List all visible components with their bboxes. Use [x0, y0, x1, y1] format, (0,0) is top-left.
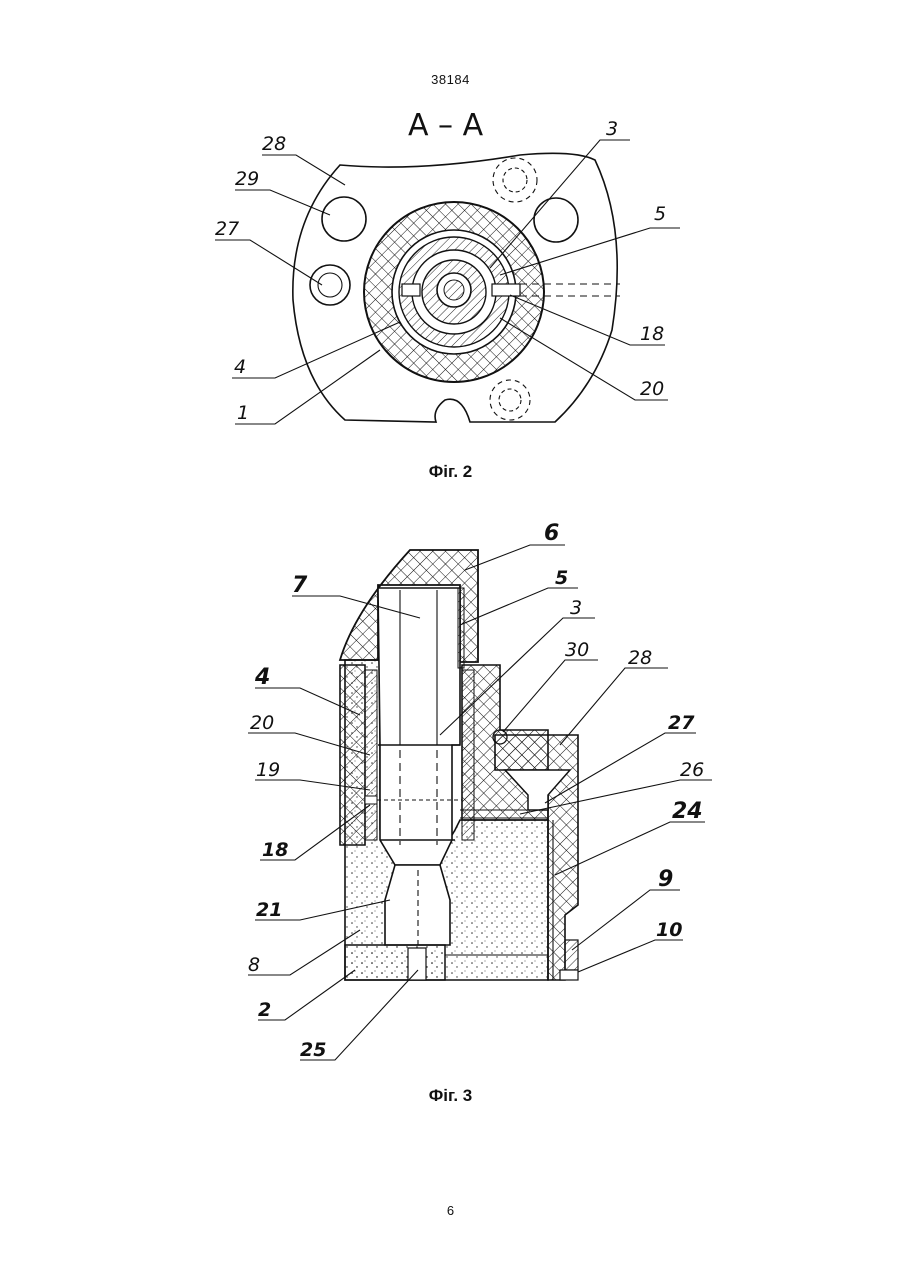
callout-5: 5 [654, 203, 666, 225]
callout-10: 10 [656, 919, 682, 941]
leader-2 [258, 970, 355, 1020]
callout-6: 6 [544, 521, 559, 546]
callout-3: 3 [570, 597, 582, 619]
hidden-hole-top-inner [503, 168, 527, 192]
callout-28: 28 [628, 647, 652, 669]
callout-26: 26 [680, 759, 704, 781]
hole-29 [322, 197, 366, 241]
pin-7 [378, 588, 460, 865]
page-number: 6 [0, 1203, 901, 1218]
figure-3-drawing: 6 7 5 3 30 28 4 20 19 18 27 26 24 21 9 1… [0, 500, 901, 1080]
callout-2: 2 [258, 999, 271, 1021]
hole-25 [408, 948, 426, 980]
callout-20: 20 [250, 712, 274, 734]
callout-1: 1 [237, 402, 249, 424]
callout-24: 24 [672, 799, 703, 824]
sleeve-20 [365, 670, 377, 840]
callout-9: 9 [658, 867, 673, 892]
leader-28 [262, 155, 345, 185]
callout-28: 28 [262, 133, 286, 155]
leader-28 [560, 668, 668, 745]
callout-4: 4 [234, 356, 246, 378]
callout-21: 21 [256, 899, 282, 921]
figure-2-drawing: A – A 28 29 27 4 1 3 5 18 20 [0, 0, 901, 460]
key-left [402, 284, 420, 296]
callout-27: 27 [668, 712, 695, 734]
callout-3: 3 [606, 118, 618, 140]
callout-18: 18 [262, 839, 288, 861]
callout-4: 4 [254, 665, 270, 690]
callout-18: 18 [640, 323, 664, 345]
callout-29: 29 [235, 168, 259, 190]
hidden-hole-top [493, 158, 537, 202]
figure-2-caption: Фіг. 2 [0, 462, 901, 482]
sleeve-20r [462, 670, 474, 840]
leader-8 [248, 930, 360, 975]
leader-10 [578, 940, 683, 972]
hole-27-outer [310, 265, 350, 305]
callout-30: 30 [565, 639, 589, 661]
callout-20: 20 [640, 378, 664, 400]
part-9 [565, 940, 578, 970]
leader-29 [235, 190, 330, 215]
hidden-hole-bottom [490, 380, 530, 420]
callout-27: 27 [215, 218, 239, 240]
leader-1 [235, 350, 380, 424]
callout-5: 5 [555, 567, 568, 589]
hidden-hole-bottom-inner [499, 389, 521, 411]
leader-27 [215, 240, 322, 285]
callout-7: 7 [292, 573, 308, 598]
section-label: A – A [408, 108, 484, 143]
ball-30 [493, 730, 507, 744]
part-10 [560, 970, 578, 980]
callout-25: 25 [300, 1039, 326, 1061]
callout-19: 19 [256, 759, 280, 781]
base-2 [345, 945, 445, 980]
hole-right [534, 198, 578, 242]
shaft-core [444, 280, 464, 300]
key-right [492, 284, 520, 296]
hole-19 [365, 796, 377, 804]
figure-3-caption: Фіг. 3 [0, 1086, 901, 1106]
leader-6 [465, 545, 565, 570]
leader-30 [503, 660, 598, 732]
callout-8: 8 [248, 954, 260, 976]
sleeve-5 [458, 588, 464, 668]
